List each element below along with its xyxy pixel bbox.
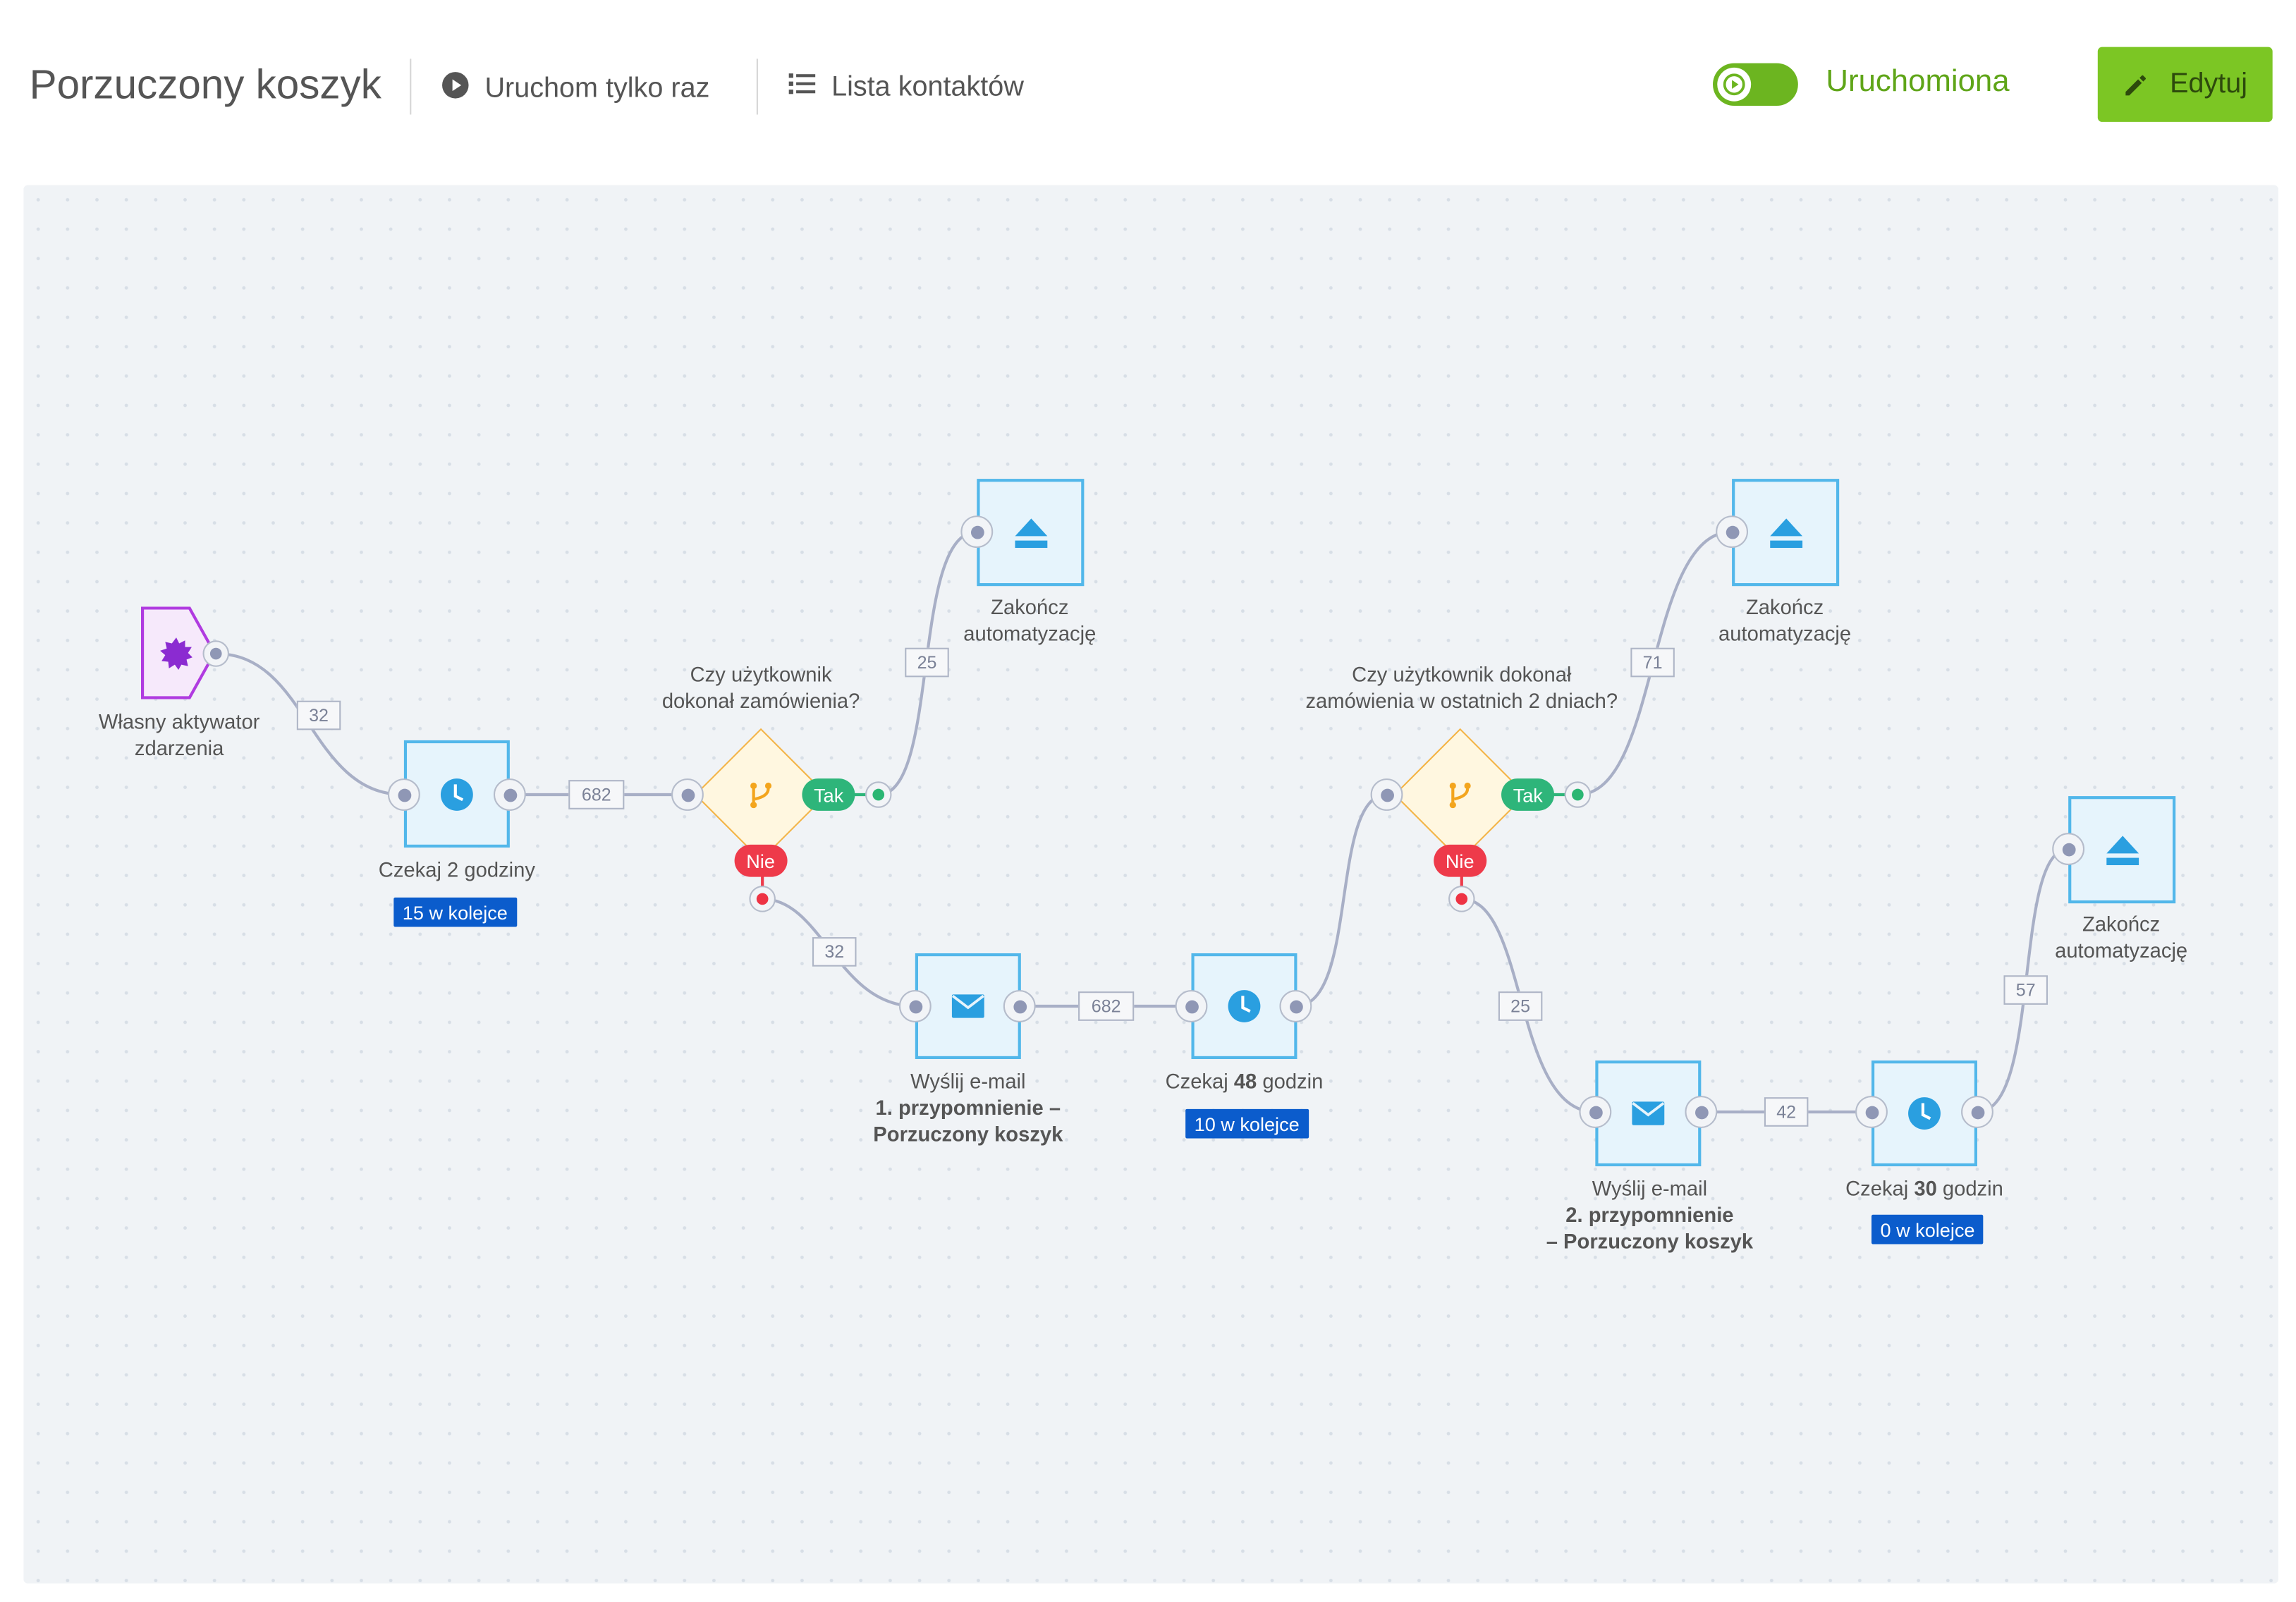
edit-label: Edytuj (2170, 68, 2248, 99)
edit-button[interactable]: Edytuj (2097, 47, 2273, 122)
wait-1-label: Czekaj 2 godziny (378, 857, 535, 881)
queue-badge-2[interactable]: 10 w kolejce (1185, 1108, 1309, 1139)
condition-2-input-port[interactable] (1370, 778, 1403, 811)
contact-list-label: Lista kontaktów (831, 72, 1024, 103)
eject-icon (1769, 518, 1802, 547)
end-3-input-port[interactable] (2052, 833, 2085, 866)
email-1-output-port[interactable] (1003, 990, 1036, 1022)
envelope-icon (951, 994, 984, 1018)
eject-icon (2106, 835, 2139, 864)
condition-2-yes-port[interactable] (1564, 781, 1592, 808)
connection-count: 42 (1764, 1097, 1809, 1127)
contact-list-button[interactable]: Lista kontaktów (788, 71, 1024, 106)
condition-1-no-port[interactable] (749, 886, 776, 912)
wait-1-input-port[interactable] (387, 778, 420, 811)
wait-3-input-port[interactable] (1855, 1096, 1888, 1128)
connection-count: 32 (296, 700, 341, 730)
workflow-canvas[interactable] (23, 185, 2279, 1584)
trigger-node[interactable] (140, 606, 217, 699)
email-2-input-port[interactable] (1579, 1096, 1612, 1128)
wait-1-output-port[interactable] (493, 778, 526, 811)
email-node-2[interactable] (1595, 1060, 1702, 1167)
end-node-2[interactable] (1732, 479, 1840, 587)
wait-node-1[interactable] (403, 740, 510, 848)
wait-2-input-port[interactable] (1175, 990, 1208, 1022)
wait-3-label: Czekaj 30 godzin (1845, 1176, 2003, 1200)
end-2-input-port[interactable] (1716, 515, 1749, 549)
trigger-output-port[interactable] (202, 640, 229, 667)
wait-node-3[interactable] (1871, 1060, 1977, 1167)
queue-badge-3[interactable]: 0 w kolejce (1871, 1214, 1984, 1245)
email-1-label: Wyślij e-mail 1. przypomnienie – Porzucz… (873, 1069, 1063, 1146)
email-2-label: Wyślij e-mail 2. przypomnienie – Porzucz… (1546, 1176, 1754, 1253)
page-title: Porzuczony koszyk (29, 61, 381, 108)
condition-1-no-badge: Nie (734, 844, 787, 877)
condition-2-no-badge: Nie (1434, 844, 1486, 877)
branch-icon (1449, 782, 1471, 809)
run-toggle[interactable] (1713, 63, 1798, 106)
email-1-input-port[interactable] (898, 990, 932, 1022)
eject-icon (1014, 518, 1047, 547)
custom-event-icon (160, 637, 193, 670)
end-2-label: Zakończ automatyzację (1718, 594, 1852, 645)
list-icon (788, 71, 817, 106)
email-2-output-port[interactable] (1685, 1096, 1718, 1128)
play-circle-icon (441, 71, 470, 109)
connection-count: 32 (812, 937, 857, 967)
run-once-label: Uruchom tylko raz (484, 73, 710, 104)
toggle-knob (1717, 67, 1752, 102)
trigger-label: Własny aktywator zdarzenia (98, 709, 260, 760)
clock-icon (1908, 1097, 1941, 1130)
status-label: Uruchomiona (1826, 64, 2010, 99)
end-3-label: Zakończ automatyzację (2055, 912, 2188, 962)
condition-2-label: Czy użytkownik dokonał zamówienia w osta… (1305, 662, 1618, 713)
header-divider (756, 59, 758, 115)
condition-1-input-port[interactable] (671, 778, 704, 811)
clock-icon (440, 778, 473, 810)
wait-2-output-port[interactable] (1279, 990, 1312, 1022)
end-1-label: Zakończ automatyzację (963, 594, 1097, 645)
connection-count: 682 (1078, 991, 1135, 1021)
connection-count: 682 (568, 780, 625, 809)
connection-count: 25 (905, 647, 949, 678)
pencil-icon (2125, 74, 2147, 95)
envelope-icon (1632, 1101, 1665, 1125)
header-divider (410, 59, 412, 115)
condition-2-yes-badge: Tak (1501, 778, 1555, 811)
wait-3-output-port[interactable] (1961, 1096, 1993, 1128)
wait-2-label: Czekaj 48 godzin (1165, 1069, 1324, 1093)
clock-icon (1228, 990, 1261, 1022)
condition-2-no-port[interactable] (1448, 886, 1475, 912)
run-once-button[interactable]: Uruchom tylko raz (441, 71, 709, 109)
end-1-input-port[interactable] (960, 515, 994, 549)
condition-1-label: Czy użytkownik dokonał zamówienia? (661, 662, 860, 713)
queue-badge-1[interactable]: 15 w kolejce (393, 897, 517, 927)
connection-count: 25 (1498, 991, 1543, 1021)
connection-count: 57 (2003, 975, 2048, 1005)
condition-1-yes-port[interactable] (865, 781, 892, 808)
connection-count: 71 (1630, 647, 1675, 678)
branch-icon (750, 782, 772, 809)
condition-1-yes-badge: Tak (802, 778, 855, 811)
play-icon (1723, 73, 1745, 96)
